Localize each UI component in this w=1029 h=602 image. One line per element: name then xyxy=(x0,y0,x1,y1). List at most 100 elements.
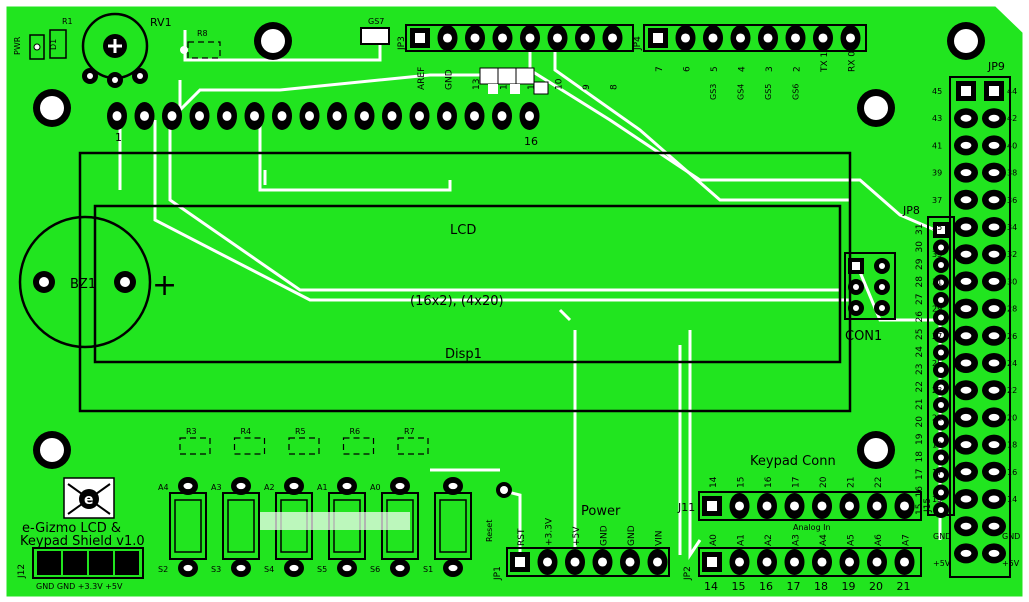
jp4-pin-label: TX 1 xyxy=(820,52,830,73)
jp9-gnd-right: GND xyxy=(1002,532,1020,541)
lcd-pad-hole xyxy=(277,111,287,121)
jp8-num-label: 20 xyxy=(915,416,925,428)
jp3-pad-hole xyxy=(608,33,617,43)
keypad-analog-label: A4 xyxy=(819,534,829,546)
lcd-pad-hole xyxy=(195,111,204,121)
jp8-pad-hole xyxy=(938,402,944,408)
resistor-outline xyxy=(288,437,320,455)
jp8-pad-hole xyxy=(938,314,944,321)
j12-label: J12 xyxy=(17,564,27,579)
j11-label: J11 xyxy=(677,501,695,514)
jp2-label: JP2 xyxy=(683,566,693,581)
jp8-num-label: 25 xyxy=(915,329,925,340)
gs7-jumper: GS7 xyxy=(360,17,390,45)
jp9-pad-hole xyxy=(960,305,972,313)
jp8-pad-hole xyxy=(938,454,944,461)
jp9-pad-hole xyxy=(988,141,1000,149)
keypad-bottom-pad-hole xyxy=(817,557,827,567)
keypad-num-label: 16 xyxy=(759,580,773,593)
smd-parts xyxy=(479,67,549,95)
jp9-pad-hole xyxy=(960,495,972,503)
switch-top-label: A3 xyxy=(211,483,222,492)
keypad-top-label: 14 xyxy=(709,476,719,488)
jp8-num-label: 26 xyxy=(915,311,925,323)
jp8-label: JP8 xyxy=(902,204,920,217)
lcd-pad-hole xyxy=(222,111,232,121)
keypad-top-label: 21 xyxy=(847,477,857,488)
keypad-top-label: 15 xyxy=(737,477,747,488)
switch-bottom-label: S3 xyxy=(211,565,221,574)
jp8-num-label: 22 xyxy=(915,381,925,392)
power-pin-label: GND xyxy=(600,525,610,546)
traces xyxy=(118,30,942,560)
con1-connector: CON1 xyxy=(844,252,896,344)
lcd-pad-hole xyxy=(470,111,479,121)
jp4-pad-hole xyxy=(846,33,855,43)
jp9-pad-hole xyxy=(988,223,1000,231)
keypad-analog-label: A7 xyxy=(902,534,912,546)
bz1-buzzer: BZ1 + xyxy=(18,215,177,349)
jp9-pad-hole xyxy=(988,441,1000,449)
rv1-label: RV1 xyxy=(150,16,172,29)
jp9-right-num: 16 xyxy=(1007,468,1017,477)
keypad-top-pad-hole xyxy=(845,501,854,511)
j12-header: J12 GND GND +3.3V +5V xyxy=(17,547,144,591)
jp4-pad-hole xyxy=(763,33,773,43)
keypad-analog-label: A3 xyxy=(792,534,802,546)
jp9-pad-hole xyxy=(961,86,971,96)
jp9-pad-hole xyxy=(960,468,972,476)
jp4-gs-label: GS3 xyxy=(709,84,718,100)
keypad-top-pad-hole xyxy=(900,501,909,511)
keypad-top-pad-hole xyxy=(735,501,744,511)
keypad-bottom-pad-hole xyxy=(790,557,799,567)
jp9-label: JP9 xyxy=(987,60,1005,73)
jp4-gs-label: GS4 xyxy=(737,84,746,100)
keypad-analog-label: A5 xyxy=(847,534,857,546)
jp9-pad-hole xyxy=(960,549,972,557)
jp9-right-num: 14 xyxy=(1007,495,1017,504)
jp4-pad-hole xyxy=(736,33,745,43)
keypad-analog-label: A2 xyxy=(764,534,774,546)
switch-pad-hole xyxy=(448,564,458,572)
jp9-left-num: 17 xyxy=(932,468,942,477)
power-pad-hole xyxy=(598,557,607,567)
resistor-outline xyxy=(397,437,429,455)
resistor-outline xyxy=(233,437,266,455)
jp9-right-num: 30 xyxy=(1007,277,1017,286)
keypad-num-label: 15 xyxy=(732,580,746,593)
keypad-analog-label: A1 xyxy=(737,534,747,546)
resistor-outline xyxy=(179,437,211,455)
lcd-pad-hole xyxy=(525,111,534,121)
jp8-num-label: 23 xyxy=(915,364,925,375)
switch-pad-hole xyxy=(448,482,458,490)
resistor-label: R3 xyxy=(186,427,197,436)
egizmo-logo: e xyxy=(63,477,115,519)
jp4-pin-label: 2 xyxy=(793,66,803,72)
jp4-pin-label: 4 xyxy=(738,66,748,72)
jp9-right-num: 42 xyxy=(1007,114,1017,123)
lcd-pad-hole xyxy=(305,111,314,121)
switch-silk-bar xyxy=(260,512,410,530)
jp4-pin-label: 6 xyxy=(683,66,693,72)
jp4-pin-label: 5 xyxy=(710,66,720,72)
jp9-left-num: 19 xyxy=(932,441,942,450)
jp9-pad-hole xyxy=(960,141,972,149)
resistor-label: R5 xyxy=(295,427,306,436)
power-pin-label: +5V xyxy=(572,526,582,546)
jp9-pad-hole xyxy=(988,495,1000,503)
jp3-label: JP3 xyxy=(397,36,407,51)
jp1-label: JP1 xyxy=(493,566,503,581)
keypad-num-label: 21 xyxy=(897,580,911,593)
svg-text:e: e xyxy=(84,492,94,508)
power-pad-hole xyxy=(653,557,662,567)
r8-label: R8 xyxy=(197,29,208,38)
switch-bottom-label: S2 xyxy=(158,565,168,574)
jp9-left-num: 25 xyxy=(932,359,942,368)
jp9-pad-hole xyxy=(988,413,1000,421)
switch-pad-hole xyxy=(342,564,352,572)
jp9-pad-hole xyxy=(960,413,972,421)
lcd-pad-hole xyxy=(497,111,507,121)
lcd-pin16-label: 16 xyxy=(524,135,538,148)
